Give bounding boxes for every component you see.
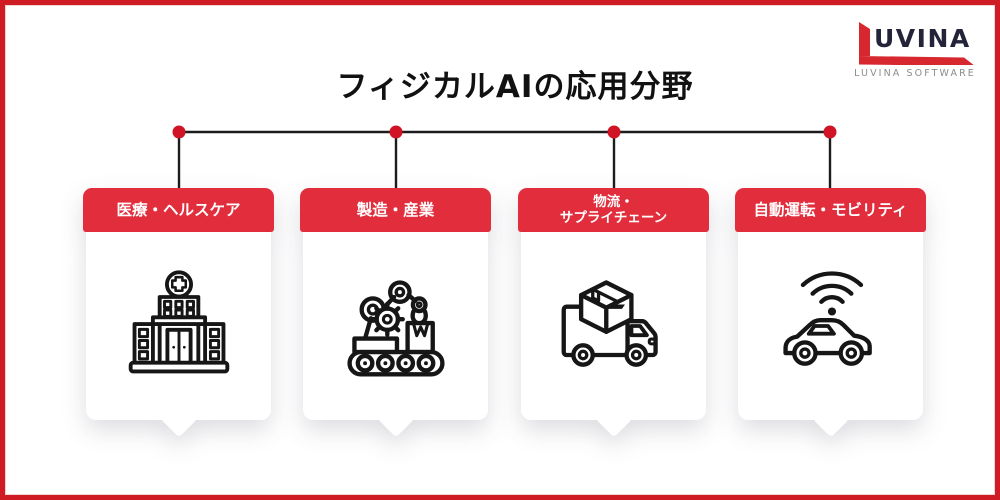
luvina-red-l-swoosh-icon [859,22,974,65]
card-label: 自動運転・モビリティ [753,200,908,219]
luvina-logo: UVINA LUVINA SOFTWARE [849,19,981,79]
logo-wordmark: UVINA [874,24,971,53]
card-body [303,232,488,420]
connector-node-dot [823,125,837,139]
card-header: 医療・ヘルスケア [83,188,274,232]
card-header: 自動運転・モビリティ [735,188,926,232]
autonomous-car-wifi-icon [782,271,872,366]
card-medical-healthcare: 医療・ヘルスケア [83,188,274,438]
page-title: フィジカルAIの応用分野 [336,69,694,105]
card-header: 物流・ サプライチェーン [518,188,709,232]
card-label: 医療・ヘルスケア [116,200,241,219]
card-label: 製造・産業 [356,200,435,219]
connector-node-dot [389,125,403,139]
logo-subtitle: LUVINA SOFTWARE [854,68,976,79]
card-logistics-supply-chain: 物流・ サプライチェーン [518,188,709,438]
connector-node-dot [172,125,186,139]
card-header: 製造・産業 [300,188,491,232]
hospital-icon [128,270,229,374]
factory-robot-arm-icon [346,280,445,377]
card-body [521,232,706,420]
card-label: 物流・ サプライチェーン [559,193,668,226]
connector-node-dot [607,125,621,139]
delivery-truck-icon [561,280,658,367]
card-autonomous-driving-mobility: 自動運転・モビリティ [735,188,926,438]
card-manufacturing-industry: 製造・産業 [300,188,491,438]
card-body [738,232,923,420]
luvina-logo-mark: UVINA [849,19,981,65]
card-body [86,232,271,420]
